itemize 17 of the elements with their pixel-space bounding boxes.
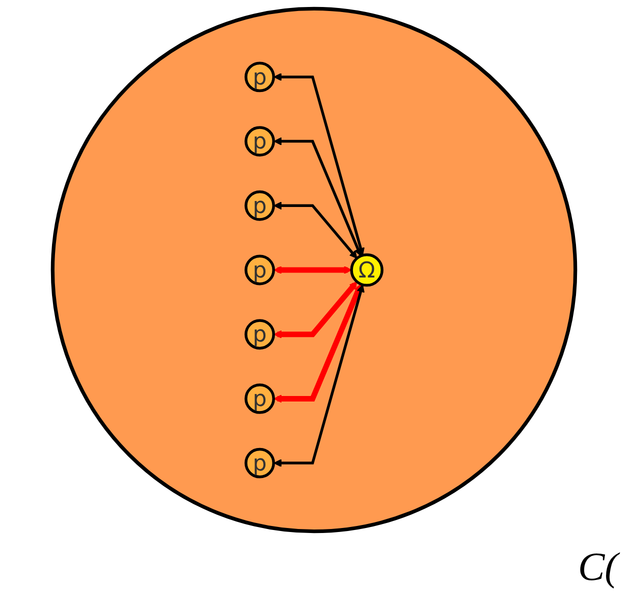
arrow xyxy=(274,72,365,256)
arrow xyxy=(274,284,365,468)
arrow xyxy=(274,281,358,338)
node-circle: Ω xyxy=(350,253,384,287)
node-circle: p xyxy=(244,254,275,286)
cluster xyxy=(50,6,578,534)
arrow xyxy=(274,284,362,403)
node-circle: p xyxy=(244,62,275,92)
node-circle: p xyxy=(244,126,275,157)
arrow xyxy=(274,266,352,274)
node-circle: p xyxy=(244,448,275,478)
arrow xyxy=(274,202,358,259)
node-circle: p xyxy=(244,190,275,221)
arrow xyxy=(274,137,362,256)
node-circle: p xyxy=(244,383,275,414)
formula-text: C( xyxy=(578,544,618,589)
node-circle: p xyxy=(244,319,275,350)
